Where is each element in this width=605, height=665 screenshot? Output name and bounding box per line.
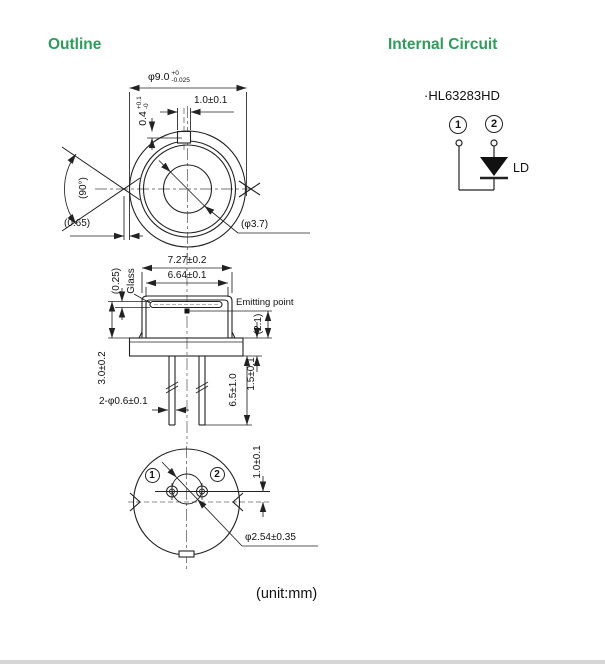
circuit-pin1-number: 1: [449, 116, 467, 134]
dim-cap-outer-label: 7.27±0.2: [167, 254, 207, 266]
dim-cap-inner-label: 6.64±0.1: [167, 269, 207, 281]
unit-note: (unit:mm): [256, 586, 318, 602]
notch-angle-lines: [61, 146, 141, 232]
top-view-drawing: [61, 84, 310, 258]
bottom-view-drawing: [128, 446, 318, 572]
glass-label: Glass: [125, 268, 137, 294]
tab-height-tol-plus: +0.1: [135, 96, 143, 110]
dim-cap-height-label: 3.0±0.2: [96, 351, 108, 385]
dim-pin-offset-label: 1.0±0.1: [251, 445, 263, 479]
circuit-pin2-number: 2: [485, 115, 503, 133]
dim-flange-thickness-label: 1.5±0.1: [245, 357, 257, 391]
bottom-pin1-number: 1: [144, 467, 160, 483]
terminal-2: [490, 139, 498, 147]
leads: [165, 356, 209, 426]
phi9-main: φ9.0: [148, 70, 170, 83]
right-notch: [238, 180, 261, 198]
dim-tab-height: [147, 118, 182, 150]
bottom-pin2-label: 2: [214, 468, 220, 480]
pins: [155, 483, 270, 500]
dim-phi9-label: φ9.0 +0 -0.025: [148, 70, 190, 84]
dim-pin-circle-label: φ2.54±0.35: [245, 532, 296, 543]
right-notch: [232, 492, 244, 512]
inner-aperture-circle: [162, 164, 213, 214]
phi9-tol-plus: +0: [171, 70, 179, 77]
tab-height-tol-minus: -0: [143, 103, 150, 110]
side-view-drawing: [108, 253, 272, 444]
tab-height-main: 0.4: [136, 111, 149, 126]
dim-phi9: [129, 84, 247, 240]
part-number: ·HL63283HD: [424, 88, 500, 103]
ld-label: LD: [513, 161, 529, 175]
dim-lead-length-label: 6.5±1.0: [227, 373, 239, 407]
dim-glass-thickness-label: (0.25): [110, 267, 122, 295]
bottom-pin2-number: 2: [209, 466, 225, 482]
index-tab: [178, 550, 195, 558]
dim-inner-diameter-label: (φ3.7): [241, 219, 269, 230]
circuit-pin1-label: 1: [454, 119, 462, 131]
phi9-tol-minus: -0.025: [171, 77, 190, 85]
laser-diode-symbol: [480, 157, 508, 176]
cap-tab: [176, 130, 192, 144]
bottom-pin1-label: 1: [149, 469, 155, 481]
dim-lead-diameter-label: 2-φ0.6±0.1: [99, 396, 148, 407]
left-notch: [129, 492, 141, 512]
dim-emitting-height-label: (2.1): [252, 313, 264, 335]
dim-tab-height-label: 0.4 +0.1 -0: [136, 96, 150, 125]
dim-notch-depth: [70, 196, 143, 240]
dim-tab-width: [160, 108, 234, 130]
emitting-point-label: Emitting point: [236, 297, 294, 308]
outline-title: Outline: [48, 36, 102, 53]
side-view-dims: [108, 264, 272, 426]
terminal-1: [455, 139, 463, 147]
internal-circuit-title: Internal Circuit: [388, 36, 498, 53]
flange: [128, 337, 244, 357]
dim-notch-depth-label: (0.65): [64, 218, 91, 229]
internal-circuit-drawing: [455, 139, 508, 191]
dim-notch-angle-label: (90°): [77, 177, 89, 199]
circuit-pin2-label: 2: [490, 118, 498, 130]
page-edge-bar: [0, 660, 605, 664]
dim-tab-width-label: 1.0±0.1: [194, 95, 228, 106]
dim-inner-diameter: [158, 160, 310, 234]
dim-pin-circle: [161, 461, 318, 547]
